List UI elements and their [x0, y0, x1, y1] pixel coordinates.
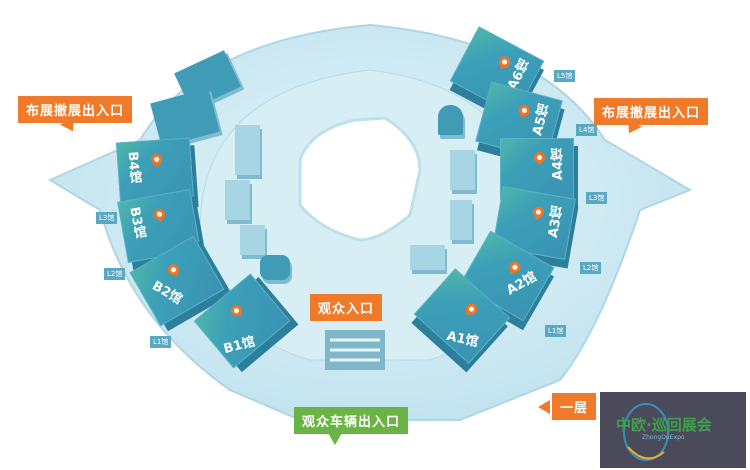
logo-watermark: 中欧·巡回展会 ZhongOuExpo [600, 392, 746, 468]
hall-label: A2馆 [504, 269, 540, 299]
hall-label: A4馆 [551, 148, 566, 181]
location-pin-icon [465, 303, 478, 315]
globe-icon [623, 403, 669, 461]
connector-l1-left: L1馆 [150, 336, 172, 348]
connector-l1: L1馆 [545, 325, 567, 337]
connector-l5: L5馆 [554, 70, 576, 82]
inner-block [225, 180, 250, 220]
inner-block [450, 150, 475, 190]
hall-label: B3馆 [126, 205, 147, 240]
location-pin-icon [497, 55, 512, 69]
hall-label: A1馆 [445, 328, 480, 351]
logo-subtext: ZhongOuExpo [642, 434, 685, 441]
setup-entrance-left-sign: 布展撤展出入口 [18, 96, 133, 123]
location-pin-icon [531, 149, 548, 166]
inner-block [410, 245, 445, 270]
connector-l3: L3馆 [586, 192, 608, 204]
location-pin-icon [151, 206, 168, 222]
inner-block [235, 125, 260, 175]
vehicle-entrance-sign: 观众车辆出入口 [294, 407, 409, 434]
hall-label: B4馆 [124, 151, 142, 184]
central-plaza [298, 116, 422, 242]
connector-l2-left: L2馆 [104, 268, 126, 280]
hall-label: B2馆 [149, 278, 185, 308]
hall-label: B1馆 [222, 334, 257, 358]
location-pin-icon [230, 304, 243, 317]
inner-block [450, 200, 472, 240]
inner-block [260, 255, 290, 280]
inner-block [438, 105, 463, 135]
location-pin-icon [516, 103, 532, 119]
visitor-entrance-sign: 观众入口 [310, 294, 383, 321]
arrow-icon [538, 400, 550, 414]
connector-l2: L2馆 [580, 262, 602, 274]
logo-text: 中欧·巡回展会 [616, 416, 712, 434]
hall-label: A5馆 [530, 102, 553, 138]
connector-l4: L4馆 [576, 124, 598, 136]
setup-entrance-right-sign: 布展撤展出入口 [594, 98, 709, 125]
location-pin-icon [166, 263, 181, 277]
location-pin-icon [530, 204, 547, 220]
floor-label-sign: 一层 [552, 393, 597, 420]
arrow-icon [328, 433, 342, 445]
location-pin-icon [148, 151, 165, 168]
entrance-stairs [325, 330, 385, 370]
connector-l3-left: L3馆 [96, 212, 118, 224]
inner-block [240, 225, 265, 255]
hall-label: A3馆 [545, 204, 567, 239]
